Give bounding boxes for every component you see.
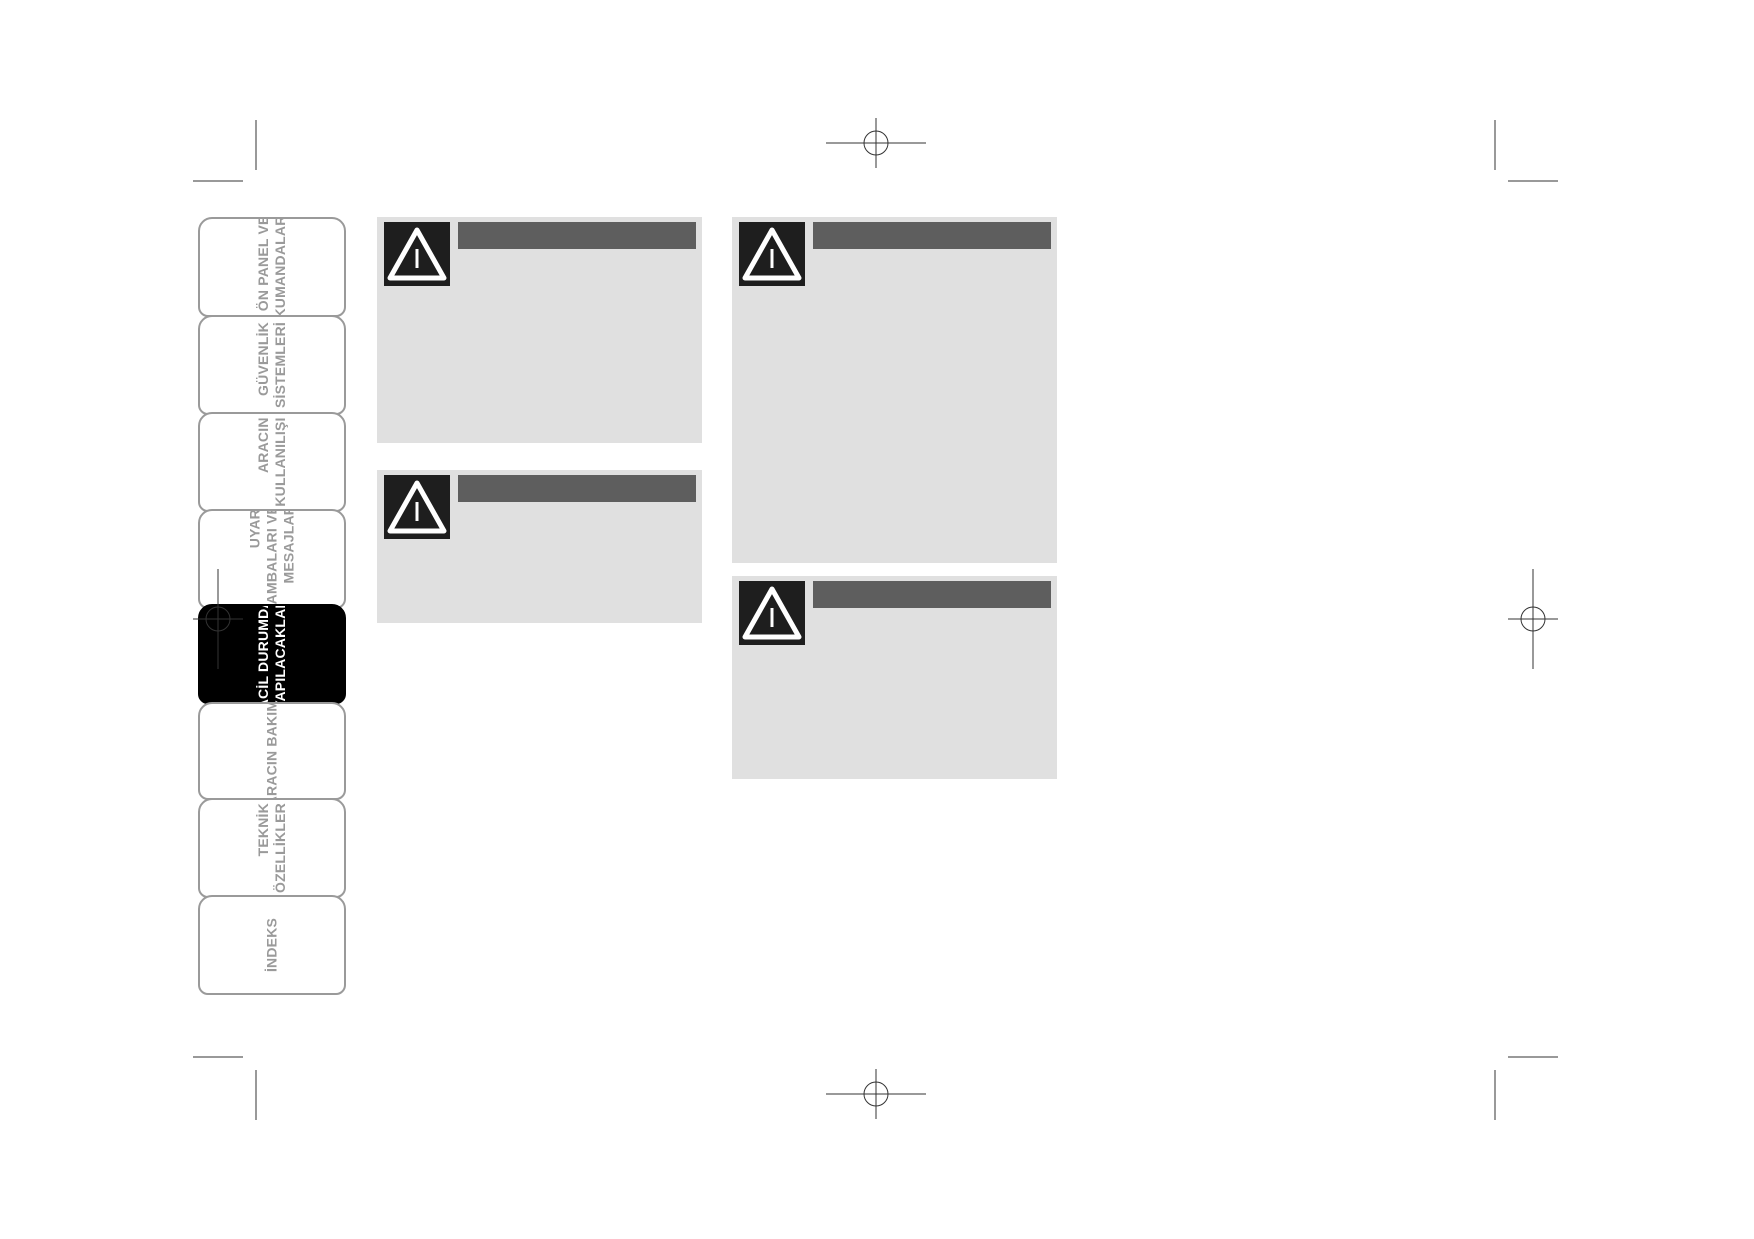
tab-aracin-bakimi[interactable]: ARACIN BAKIMI bbox=[198, 702, 346, 800]
warning-box bbox=[732, 217, 1057, 563]
warning-header-bar bbox=[458, 222, 696, 249]
warning-triangle-icon bbox=[384, 475, 450, 539]
warning-box bbox=[732, 576, 1057, 779]
warning-triangle-icon bbox=[739, 581, 805, 645]
warning-triangle-icon bbox=[384, 222, 450, 286]
tab-teknik-ozellikler[interactable]: TEKNİK ÖZELLİKLER bbox=[198, 798, 346, 898]
warning-header-bar bbox=[813, 222, 1051, 249]
warning-header-bar bbox=[458, 475, 696, 502]
tab-indeks[interactable]: İNDEKS bbox=[198, 895, 346, 995]
warning-triangle-icon bbox=[739, 222, 805, 286]
warning-box bbox=[377, 217, 702, 443]
tab-acil-durumda-yapilacaklar[interactable]: ACİL DURUMDA YAPILACAKLAR bbox=[198, 604, 346, 704]
warning-header-bar bbox=[813, 581, 1051, 608]
warning-box bbox=[377, 470, 702, 623]
